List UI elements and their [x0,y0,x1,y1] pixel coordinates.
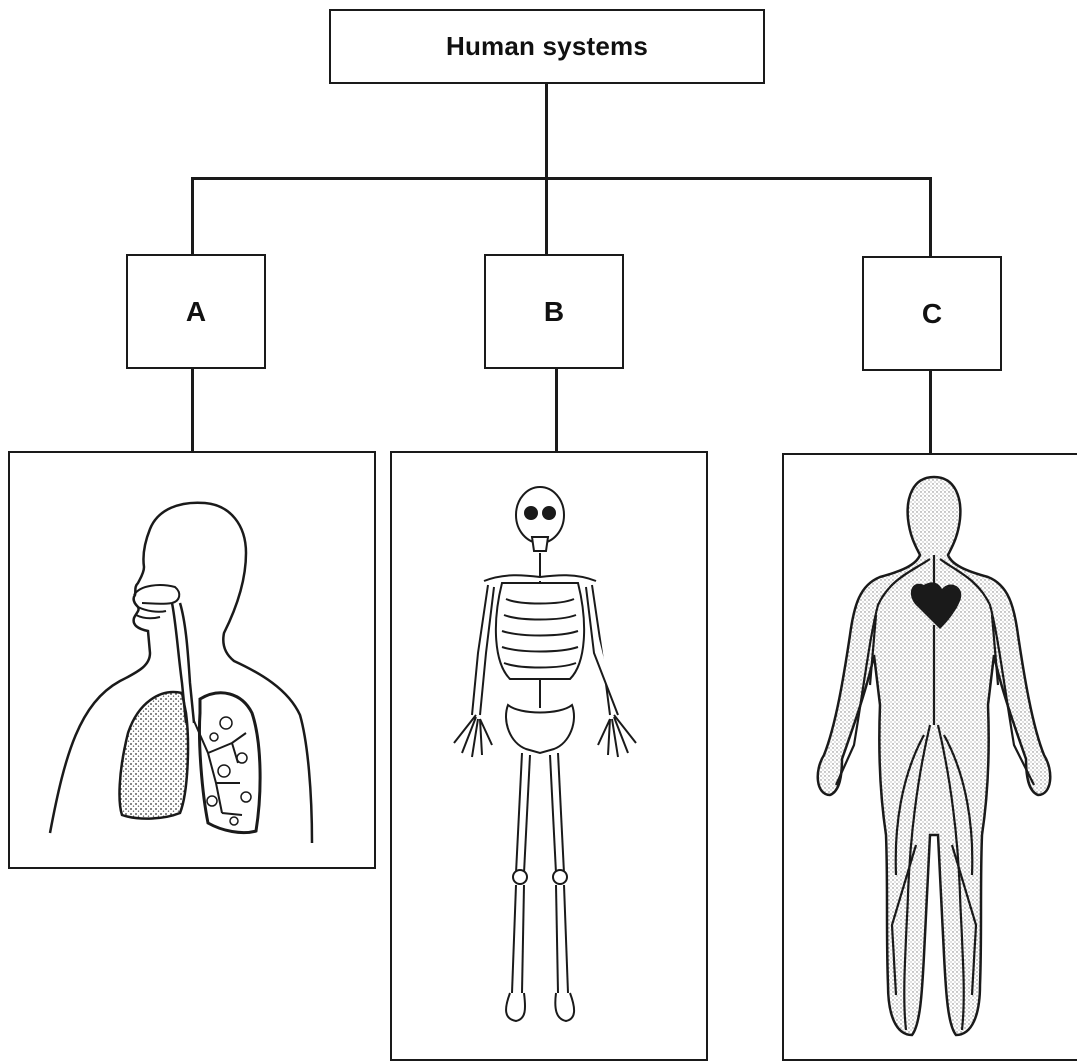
connector-a-image [191,368,194,452]
branch-label-a: A [186,296,206,328]
branch-label-b: B [544,296,564,328]
image-panel-b [390,451,708,1061]
connector-c-image [929,370,932,454]
root-node: Human systems [329,9,765,84]
branch-node-a: A [126,254,266,369]
connector-horizontal [191,177,932,180]
root-node-label: Human systems [446,31,648,62]
respiratory-system-illustration [10,453,374,867]
image-panel-a [8,451,376,869]
skeletal-system-illustration [392,453,706,1059]
image-panel-c [782,453,1077,1061]
branch-node-c: C [862,256,1002,371]
connector-c-down [929,177,932,257]
connector-root-down [545,83,548,179]
circulatory-system-illustration [784,455,1077,1059]
connector-b-image [555,368,558,452]
branch-node-b: B [484,254,624,369]
connector-a-down [191,177,194,255]
connector-b-down [545,177,548,255]
branch-label-c: C [922,298,942,330]
